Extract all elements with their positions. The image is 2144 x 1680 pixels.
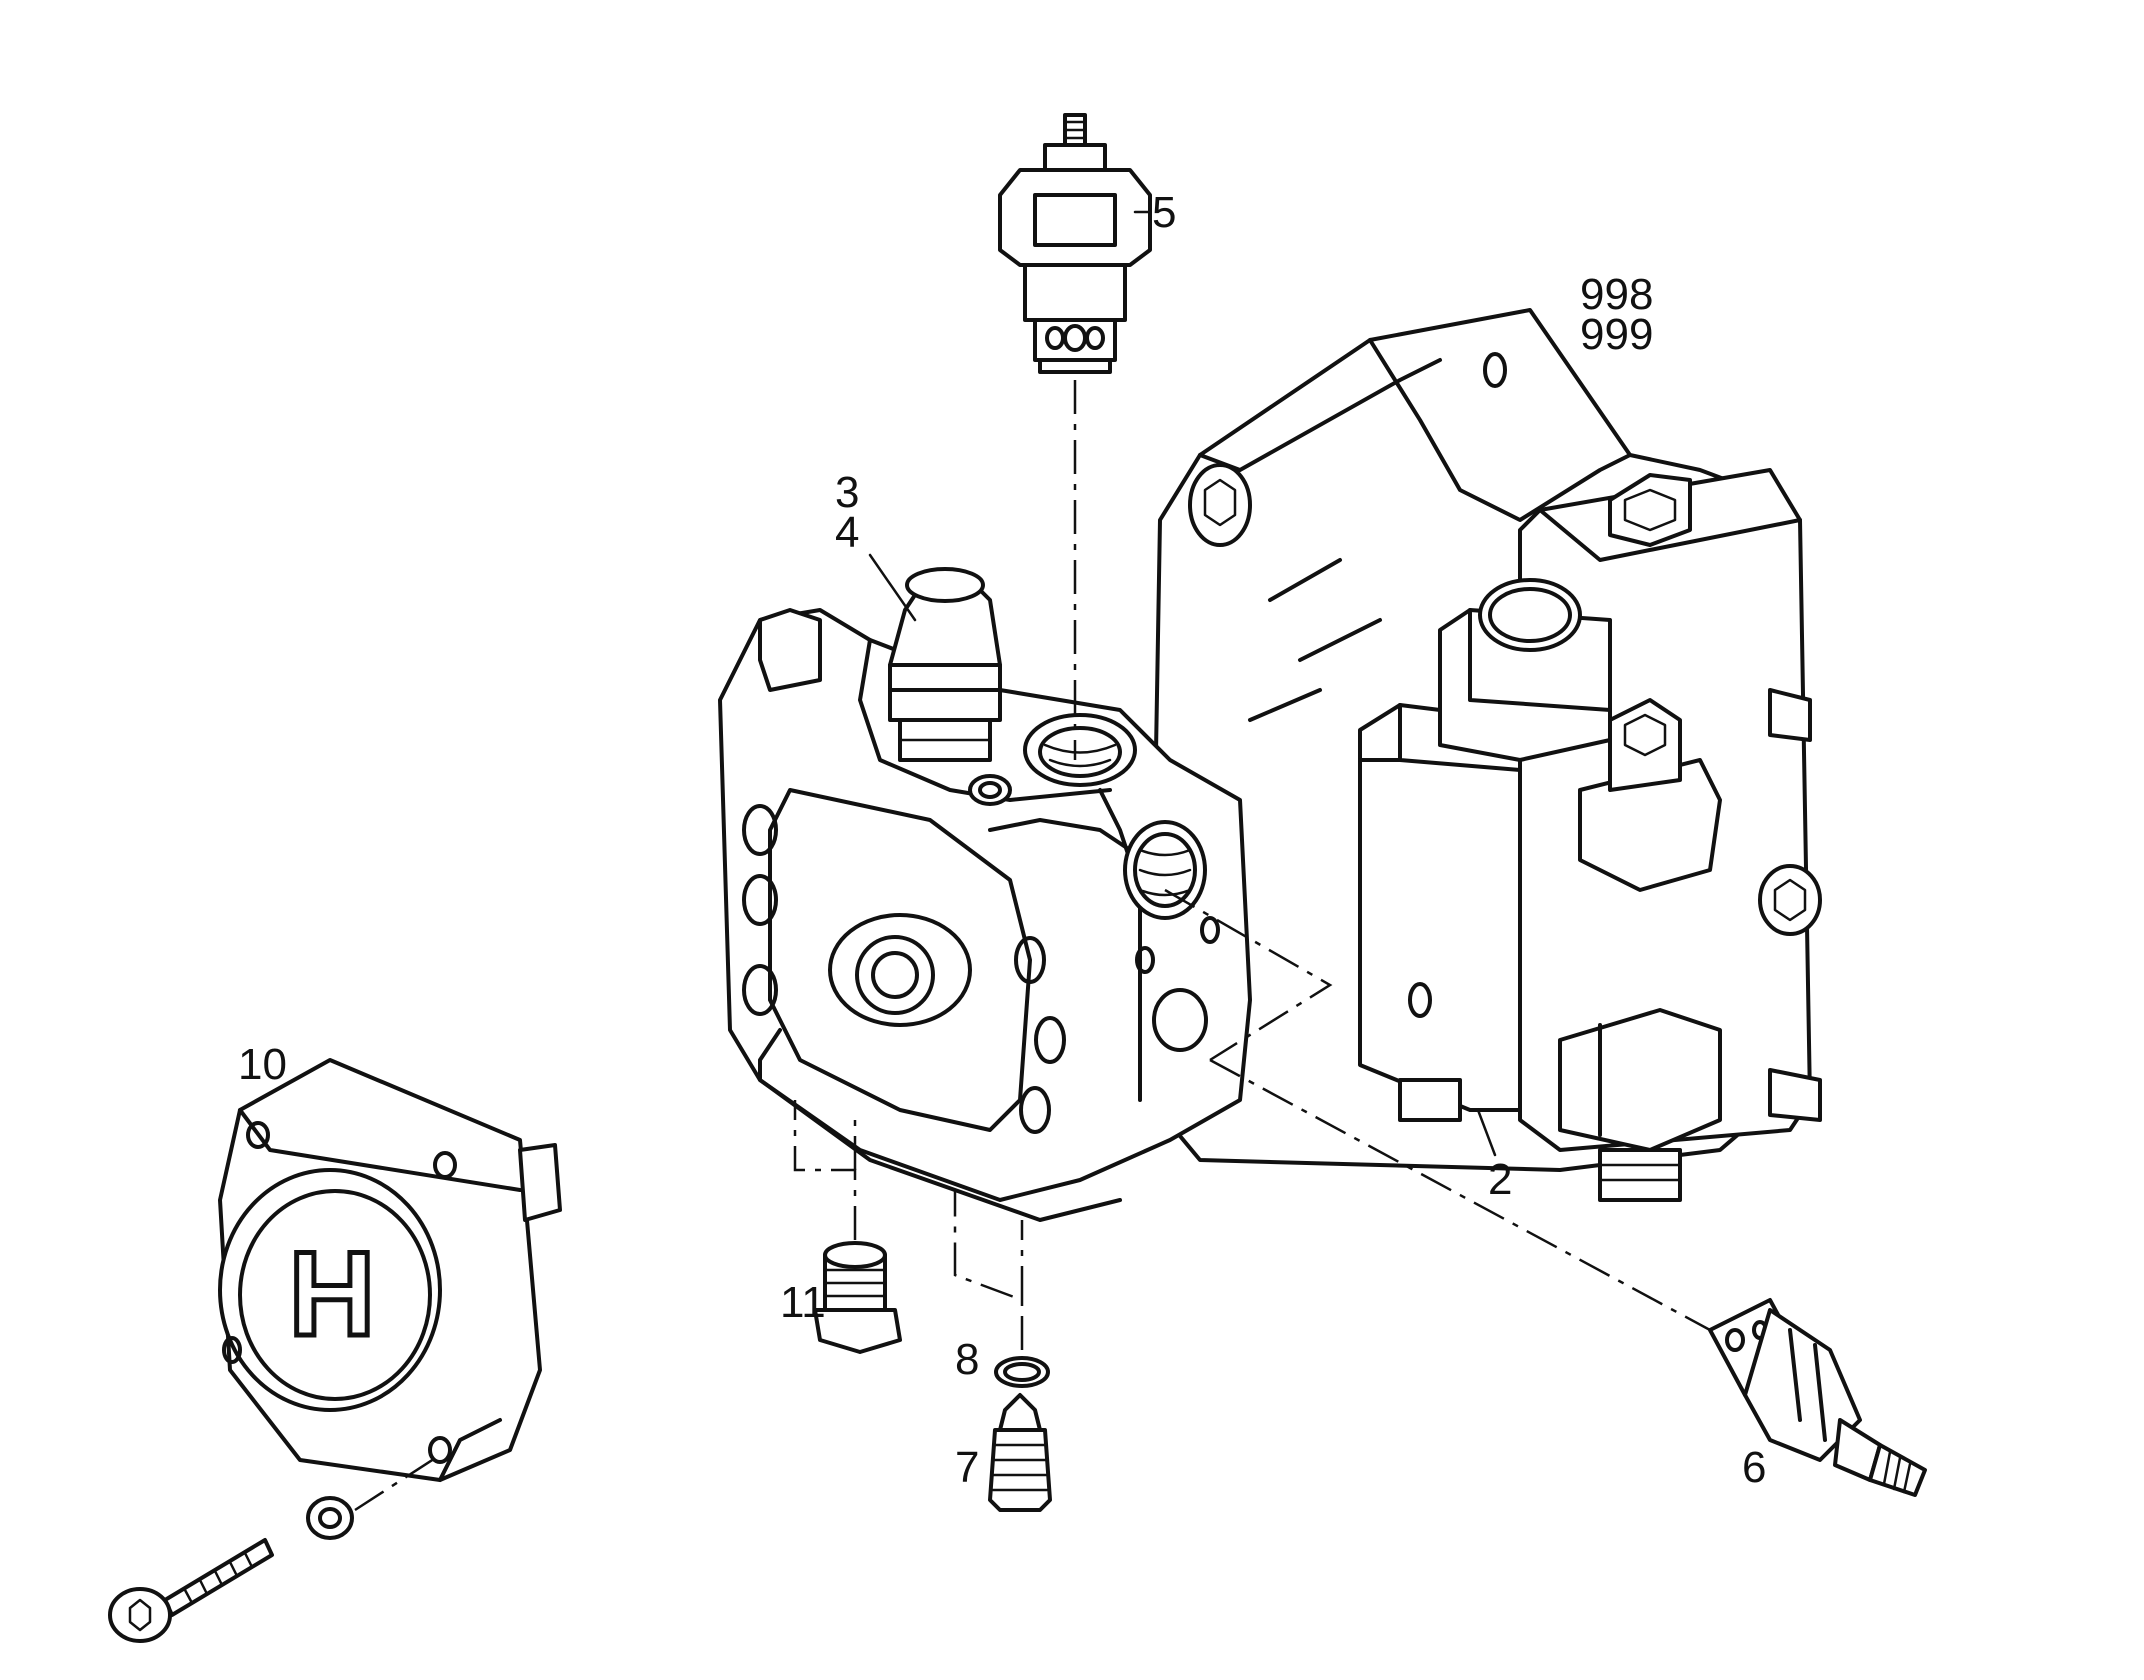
cover-logo: H <box>289 1227 376 1361</box>
callout-5: 5 <box>1152 188 1177 237</box>
callout-7: 7 <box>955 1443 980 1492</box>
axis-line-10 <box>354 1453 441 1512</box>
solenoid-valve-block <box>1358 578 1722 1202</box>
axis-line-6b <box>1164 888 1333 1062</box>
axis-line-6 <box>1209 1058 1711 1332</box>
callout-6: 6 <box>1742 1443 1767 1492</box>
relief-valve-5 <box>998 113 1152 374</box>
leader-2 <box>1476 1108 1497 1157</box>
callout-11: 11 <box>780 1278 826 1327</box>
front-valve-cover <box>718 608 1252 1222</box>
cap-screw <box>108 1538 274 1643</box>
cartridge-valve-6 <box>1708 1298 1927 1497</box>
callout-998-999: 998 999 <box>1580 270 1654 359</box>
fitting-7 <box>988 1393 1052 1512</box>
leader-3-4 <box>868 553 917 622</box>
callout-8: 8 <box>955 1335 980 1384</box>
axis-line-8 <box>953 1190 1024 1350</box>
pressure-cap-3-4 <box>888 567 1002 762</box>
callout-3-4: 3 4 <box>835 468 860 557</box>
lock-washer <box>306 1496 354 1540</box>
axis-line-11 <box>793 1100 857 1240</box>
plug-11 <box>813 1241 902 1354</box>
callout-2: 2 <box>1488 1155 1513 1204</box>
end-cover-10: H <box>218 1058 562 1482</box>
o-ring-8 <box>994 1356 1050 1388</box>
callout-10: 10 <box>238 1040 287 1089</box>
